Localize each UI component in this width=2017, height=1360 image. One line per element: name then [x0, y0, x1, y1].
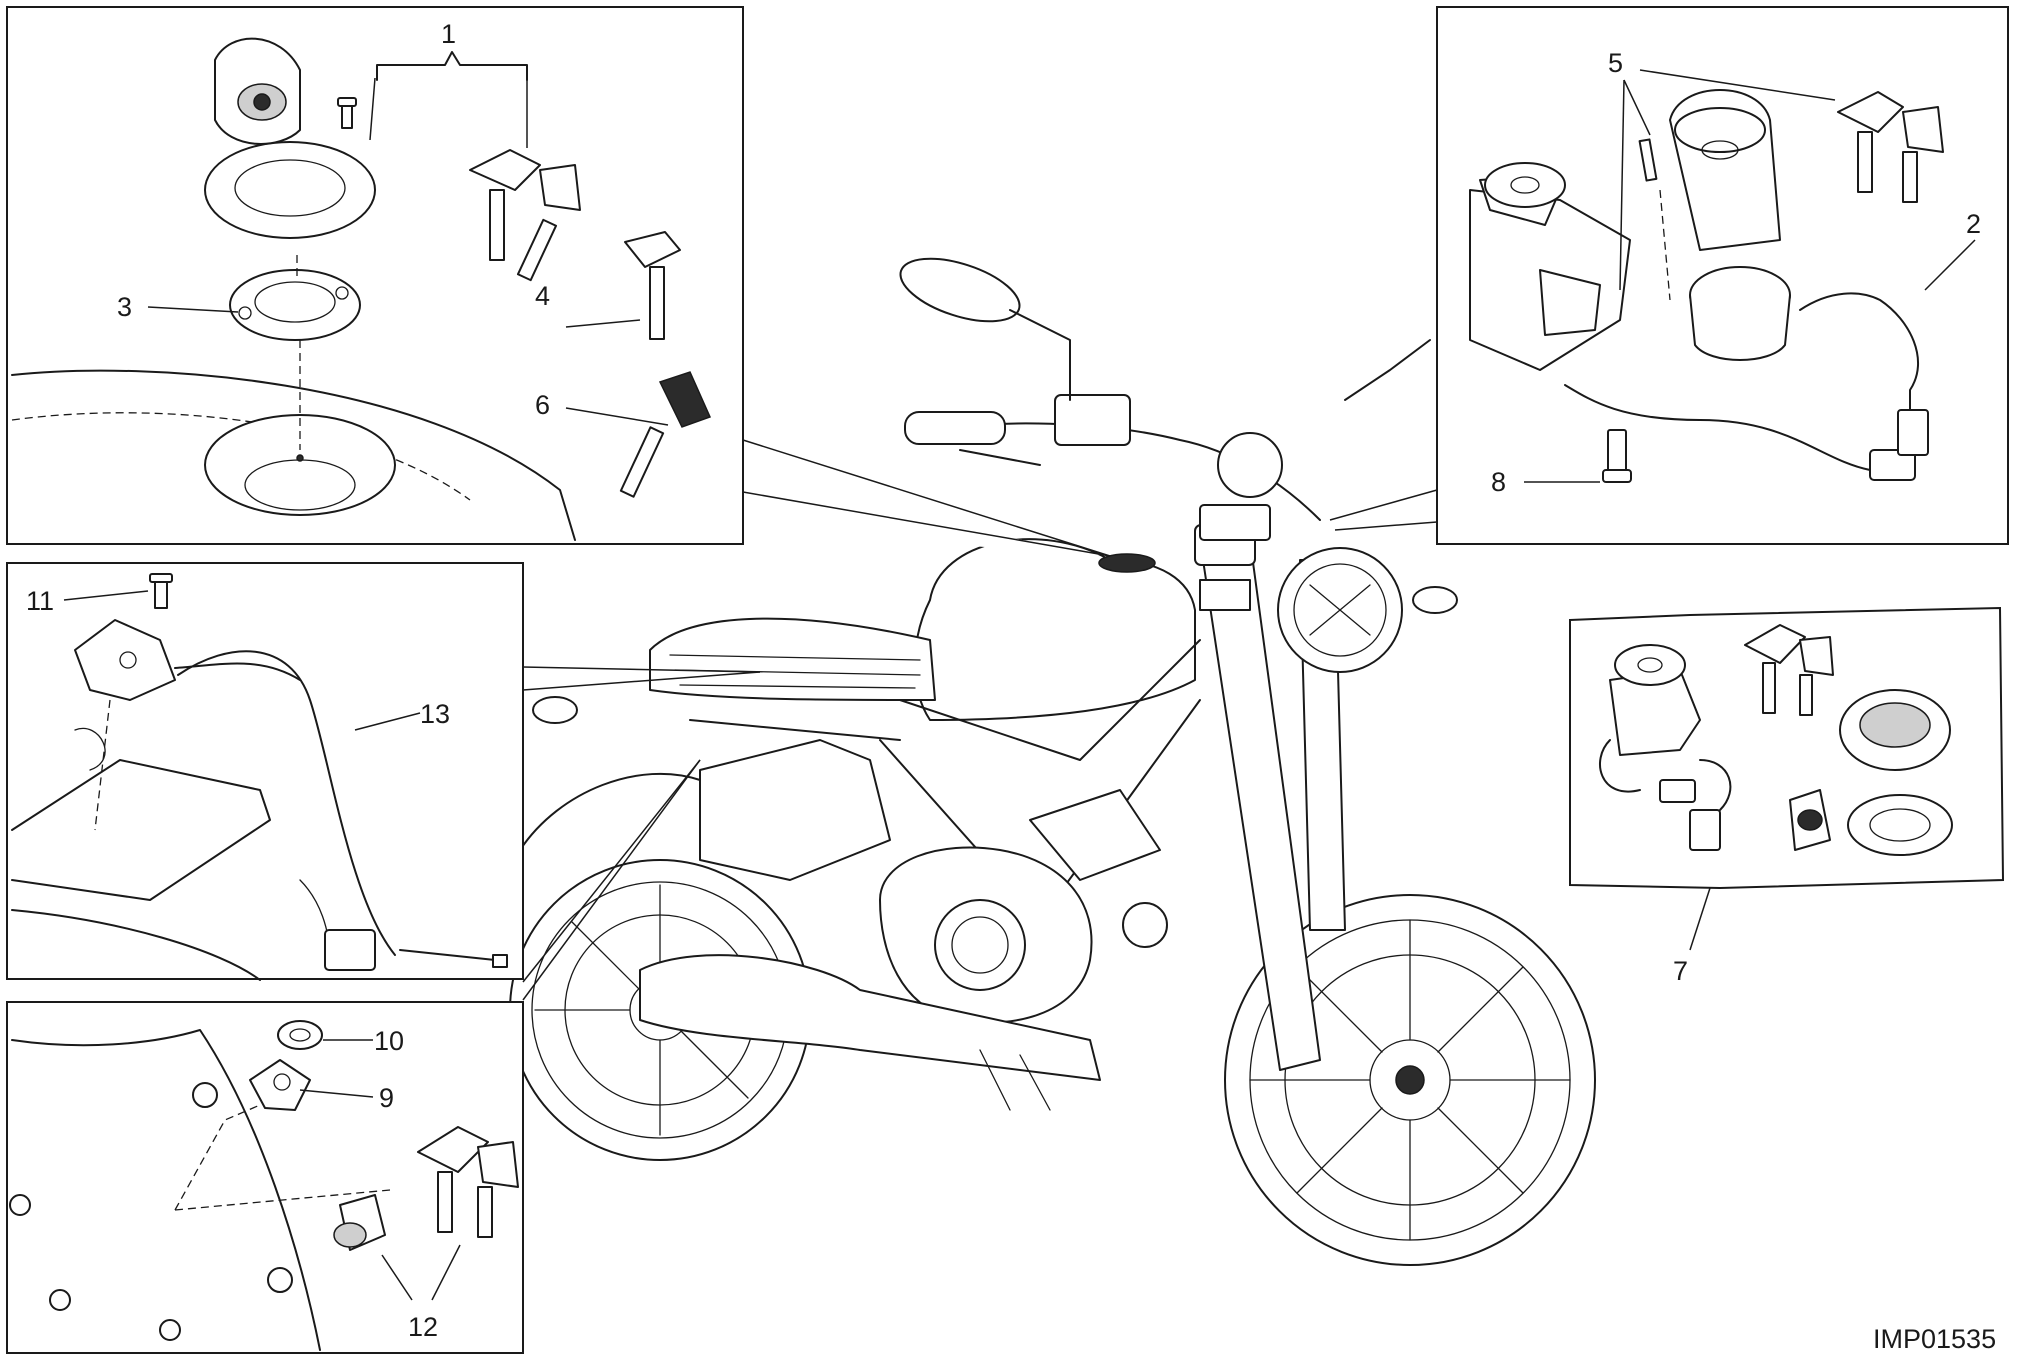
panel-seat-cable	[6, 562, 524, 981]
callout-4: 4	[535, 281, 550, 311]
callout-7: 7	[1673, 956, 1688, 986]
callout-8: 8	[1491, 467, 1506, 497]
callout-labels: 1 2 3 4 5 6 7 8 9 10 11 12 13	[26, 19, 1981, 1342]
panel-ignition-switch	[1436, 6, 2009, 545]
callout-9: 9	[379, 1083, 394, 1113]
motorcycle-illustration	[509, 257, 1596, 1266]
callout-2: 2	[1966, 209, 1981, 239]
callout-1: 1	[441, 19, 456, 49]
callout-12: 12	[408, 1312, 438, 1342]
callout-10: 10	[374, 1026, 404, 1056]
figure-code: IMP01535	[1873, 1324, 1996, 1354]
panel-fuel-cap	[6, 6, 744, 545]
panel-seat-lock	[6, 1001, 524, 1354]
callout-13: 13	[420, 699, 450, 729]
panel-lock-kit	[1569, 606, 2005, 951]
panel-pointer-lines	[522, 439, 1438, 1001]
callout-5: 5	[1608, 48, 1623, 78]
callout-3: 3	[117, 292, 132, 322]
callout-11: 11	[26, 586, 54, 616]
callout-6: 6	[535, 390, 550, 420]
